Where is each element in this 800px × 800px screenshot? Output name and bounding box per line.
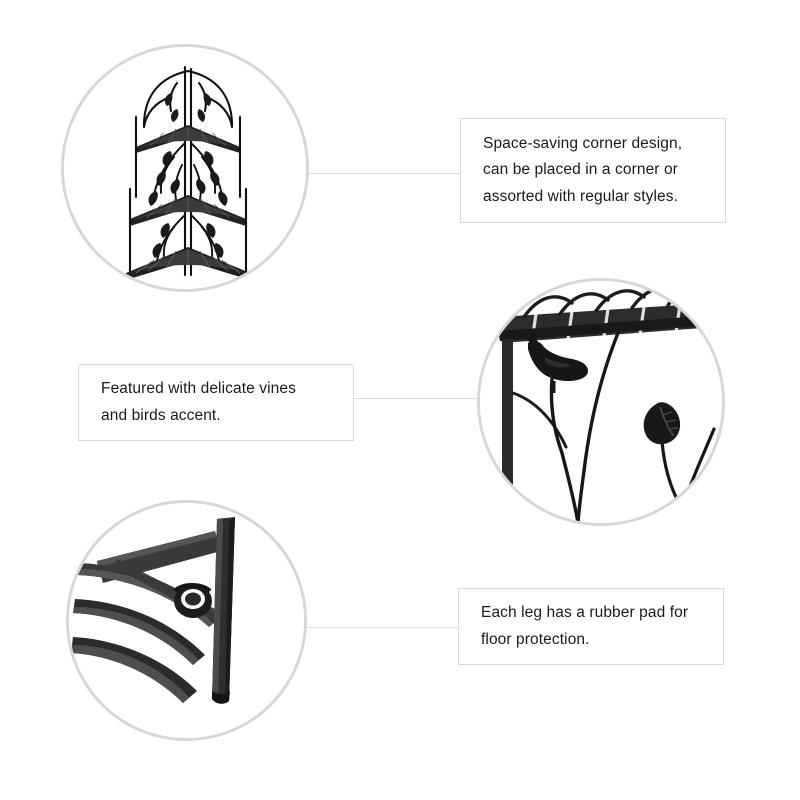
full-corner-shelf-photo xyxy=(61,44,309,292)
bird-ornament xyxy=(527,333,588,393)
callout-rubber-pad-text: Each leg has a rubber pad for floor prot… xyxy=(481,603,689,648)
corner-shelf-illustration xyxy=(64,47,306,289)
leg-rubber-pad-illustration xyxy=(69,503,304,738)
callout-space-saving: Space-saving corner design, can be place… xyxy=(460,118,726,223)
bird-and-vine-detail-photo xyxy=(477,278,725,526)
bottom-rails xyxy=(71,563,219,703)
shelf-grid-edge xyxy=(498,286,716,343)
connector-line-rubber-pad xyxy=(308,627,459,628)
connector-line-space-saving xyxy=(308,173,461,174)
rubber-pad xyxy=(173,583,212,618)
callout-vines-birds: Featured with delicate vines and birds a… xyxy=(78,364,354,441)
shelf-middle xyxy=(130,195,246,226)
shelf-bottom xyxy=(126,247,250,280)
leaf-ornament xyxy=(643,402,681,445)
callout-rubber-pad: Each leg has a rubber pad for floor prot… xyxy=(458,588,724,665)
callout-space-saving-text: Space-saving corner design, can be place… xyxy=(483,134,683,205)
leg-post xyxy=(212,517,235,704)
callout-vines-birds-text: Featured with delicate vines and birds a… xyxy=(101,379,296,424)
leg-rubber-pad-photo xyxy=(66,500,307,741)
shelf-top xyxy=(136,125,240,153)
bird-vine-illustration xyxy=(480,281,722,523)
connector-line-vines-birds xyxy=(353,398,483,399)
